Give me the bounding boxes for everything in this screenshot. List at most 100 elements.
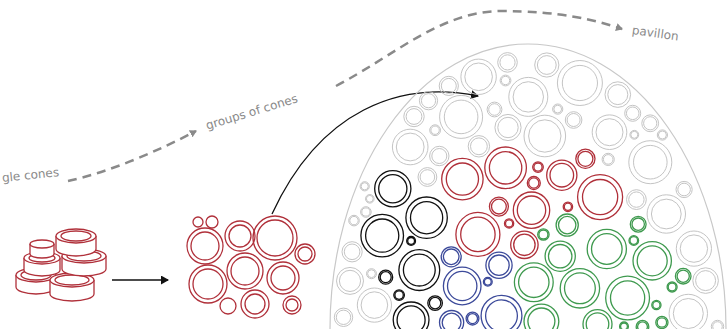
cone-ring — [440, 311, 464, 329]
cone-ring — [583, 310, 612, 329]
cone-ring — [484, 278, 491, 285]
cone-ring — [538, 229, 549, 240]
dome-cones — [334, 53, 723, 329]
cone-ring — [489, 197, 508, 216]
cone-ring — [366, 195, 373, 202]
cone-ring — [529, 178, 539, 188]
cone-ring — [657, 130, 667, 140]
cone-ring — [361, 292, 388, 319]
cone-ring — [658, 131, 666, 139]
cone-ring — [513, 82, 543, 112]
cone-ring — [632, 218, 644, 230]
cone-ring — [676, 181, 692, 197]
cone-ring — [430, 125, 441, 136]
dome-outline — [330, 44, 726, 329]
cone-ring — [606, 276, 650, 320]
cone-ring — [653, 301, 660, 308]
cone-ring — [514, 234, 535, 255]
cone-ring — [448, 271, 477, 300]
cone-ring — [608, 85, 628, 105]
cone-ring — [429, 297, 440, 308]
cone-ring — [420, 170, 435, 185]
cone-ring — [500, 55, 515, 70]
cone-ring — [368, 270, 376, 278]
cone-ring — [337, 267, 364, 294]
cone-ring — [605, 82, 631, 108]
cone-ring — [533, 162, 544, 173]
process-arrow — [272, 92, 478, 214]
cone-ring — [396, 133, 424, 161]
cone-ring — [468, 314, 478, 324]
cone-ring — [481, 295, 522, 329]
cone-ring — [629, 192, 644, 207]
cone-ring — [583, 180, 618, 215]
cone-ring — [513, 192, 549, 228]
cone-ring — [468, 136, 489, 157]
cone-ring — [592, 115, 627, 150]
cone-ring — [498, 53, 518, 73]
cone-ring — [602, 153, 614, 165]
cone-ring — [495, 114, 521, 140]
cone-ring — [631, 131, 638, 138]
cone-ring — [361, 183, 368, 190]
cone-ring — [461, 217, 495, 251]
cone-ring — [440, 95, 483, 138]
cone-ring — [678, 183, 691, 196]
cone-ring — [553, 104, 563, 114]
cone-ring — [431, 126, 439, 134]
cone-ring — [565, 273, 596, 304]
cone-ring — [528, 308, 555, 329]
cone-ring — [466, 312, 479, 325]
cone-ring — [563, 202, 572, 211]
cone-ring — [350, 216, 358, 224]
cone-ring — [630, 216, 646, 232]
cone-ring — [441, 78, 456, 93]
cone-ring — [362, 208, 370, 216]
cone-ring — [443, 267, 481, 305]
cone-ring — [336, 310, 350, 324]
cone-ring — [638, 322, 648, 329]
cone-ring — [656, 316, 668, 328]
stage-label: pavillon — [631, 24, 679, 42]
cone-ring — [629, 236, 639, 246]
cone-ring — [676, 231, 711, 266]
cone-ring — [465, 63, 493, 91]
cone-ring — [596, 119, 623, 146]
cone-ring — [562, 65, 597, 100]
cone-ring — [439, 76, 458, 95]
cone-ring — [611, 281, 645, 315]
cone-ring — [487, 102, 502, 117]
cone-ring — [392, 129, 428, 165]
cone-ring — [509, 77, 548, 116]
cone-ring — [677, 270, 689, 282]
cone-ring — [361, 207, 372, 218]
cone-ring — [407, 237, 416, 246]
cone-ring — [442, 313, 461, 329]
cone-ring — [500, 75, 511, 86]
cone-ring — [537, 56, 556, 75]
cone-ring — [403, 254, 435, 286]
cone-ring — [367, 269, 377, 279]
cone-ring — [564, 203, 571, 210]
cone-ring — [657, 318, 666, 327]
dashed-flow — [68, 131, 196, 181]
cone-ring — [461, 59, 496, 94]
cone-ring — [634, 145, 668, 179]
cone-ring — [360, 182, 369, 191]
dashed-flow — [336, 11, 622, 86]
cone-ring — [549, 245, 572, 268]
cone-ring — [557, 61, 602, 106]
cone-ring — [652, 300, 661, 309]
cone-ring — [535, 53, 559, 77]
cone-ring — [406, 197, 447, 238]
cone-ring — [511, 231, 538, 258]
cone-stack — [16, 229, 106, 301]
cone-ring — [406, 109, 422, 125]
cone-ring — [380, 272, 391, 283]
cone-ring — [361, 214, 404, 257]
stage-label: groups of cones — [204, 92, 299, 131]
cone-ring — [527, 177, 540, 190]
cone-ring — [514, 263, 553, 302]
cone-ring — [547, 160, 577, 190]
